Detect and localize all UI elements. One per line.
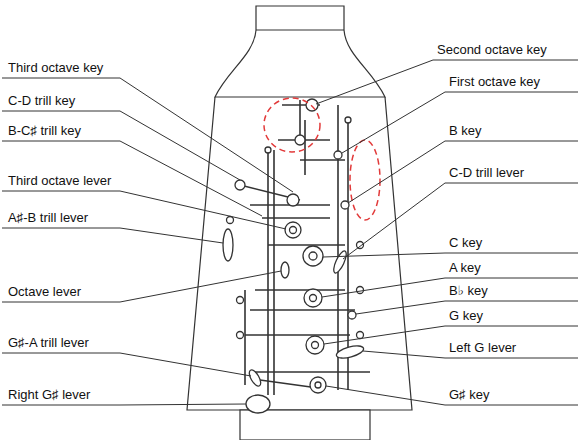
key-cup [306,336,324,354]
part-label: Octave lever [8,284,81,300]
key-cup [310,377,326,393]
rod-post [357,287,364,294]
part-label: Right G♯ lever [8,387,90,403]
rods [240,100,370,395]
part-label: Third octave key [8,60,103,76]
rod [245,334,350,336]
part-label: G key [449,308,483,324]
part-label: G♯-A trill lever [8,335,89,351]
g-sharp-lever [246,395,270,413]
rod [250,371,370,373]
leader-line [343,183,578,259]
part-label: C key [449,235,482,251]
key-cup-pad [310,295,317,302]
rod [268,244,345,246]
key-cup-pad [290,227,297,234]
key-cup [303,246,323,266]
rod [267,150,269,395]
highlight-ring [264,98,320,152]
leader-line [342,92,578,153]
leader-line [2,78,293,192]
part-label: Left G lever [449,340,516,356]
part-label: B key [449,123,482,139]
g-lever [335,344,365,361]
rod-post [357,332,364,339]
highlight-ring [350,140,380,220]
cap-rim [256,29,344,30]
top-cap [215,6,385,97]
rod-post [237,332,244,339]
part-label: Second octave key [437,42,547,58]
rod [244,290,246,385]
part-label: First octave key [449,74,540,90]
part-label: C-D trill key [8,93,75,109]
key-cup [304,289,322,307]
rod [260,380,318,388]
key-cup [295,135,305,145]
trill-lever [223,229,233,261]
highlight-rings [264,98,380,220]
leader-line [2,111,240,180]
octave-lever [281,262,289,278]
leader-line [2,191,286,229]
part-label: B-C♯ trill key [8,123,81,139]
body-outline [187,6,412,440]
part-label: A key [449,260,481,276]
leader-line [2,353,251,376]
key-cup [285,222,301,238]
key-cup [235,180,245,190]
leader-line [323,253,578,257]
rod-post [227,217,234,224]
part-label: A♯-B trill lever [8,210,88,226]
key-cup [306,99,318,111]
rod [304,120,306,175]
leader-line [326,386,578,405]
key-cup-pad [309,252,317,260]
key-cup-pad [312,342,319,349]
leader-line [2,141,262,216]
rod [250,309,355,311]
part-label: C-D trill lever [449,165,524,181]
leader-line [2,404,246,405]
rod-post [237,297,244,304]
key-cup [341,201,349,209]
key-cup [348,311,356,319]
key-cup-pad [315,382,321,388]
leader-line [2,228,223,243]
trill-lever [331,249,348,274]
rod [262,217,330,219]
part-label: B♭ key [449,283,488,299]
rod-post [265,147,271,153]
part-label: Third octave lever [8,173,111,189]
rod [255,289,345,291]
rod [337,105,339,390]
leader-line [2,271,281,302]
key-cup [287,194,299,206]
part-label: G♯ key [449,387,489,403]
bottom-ring [240,410,370,440]
key-cup [334,151,342,159]
trill-lever [247,368,263,388]
leader-line [348,141,578,203]
leader-line [316,60,578,104]
rod-post [345,117,351,123]
